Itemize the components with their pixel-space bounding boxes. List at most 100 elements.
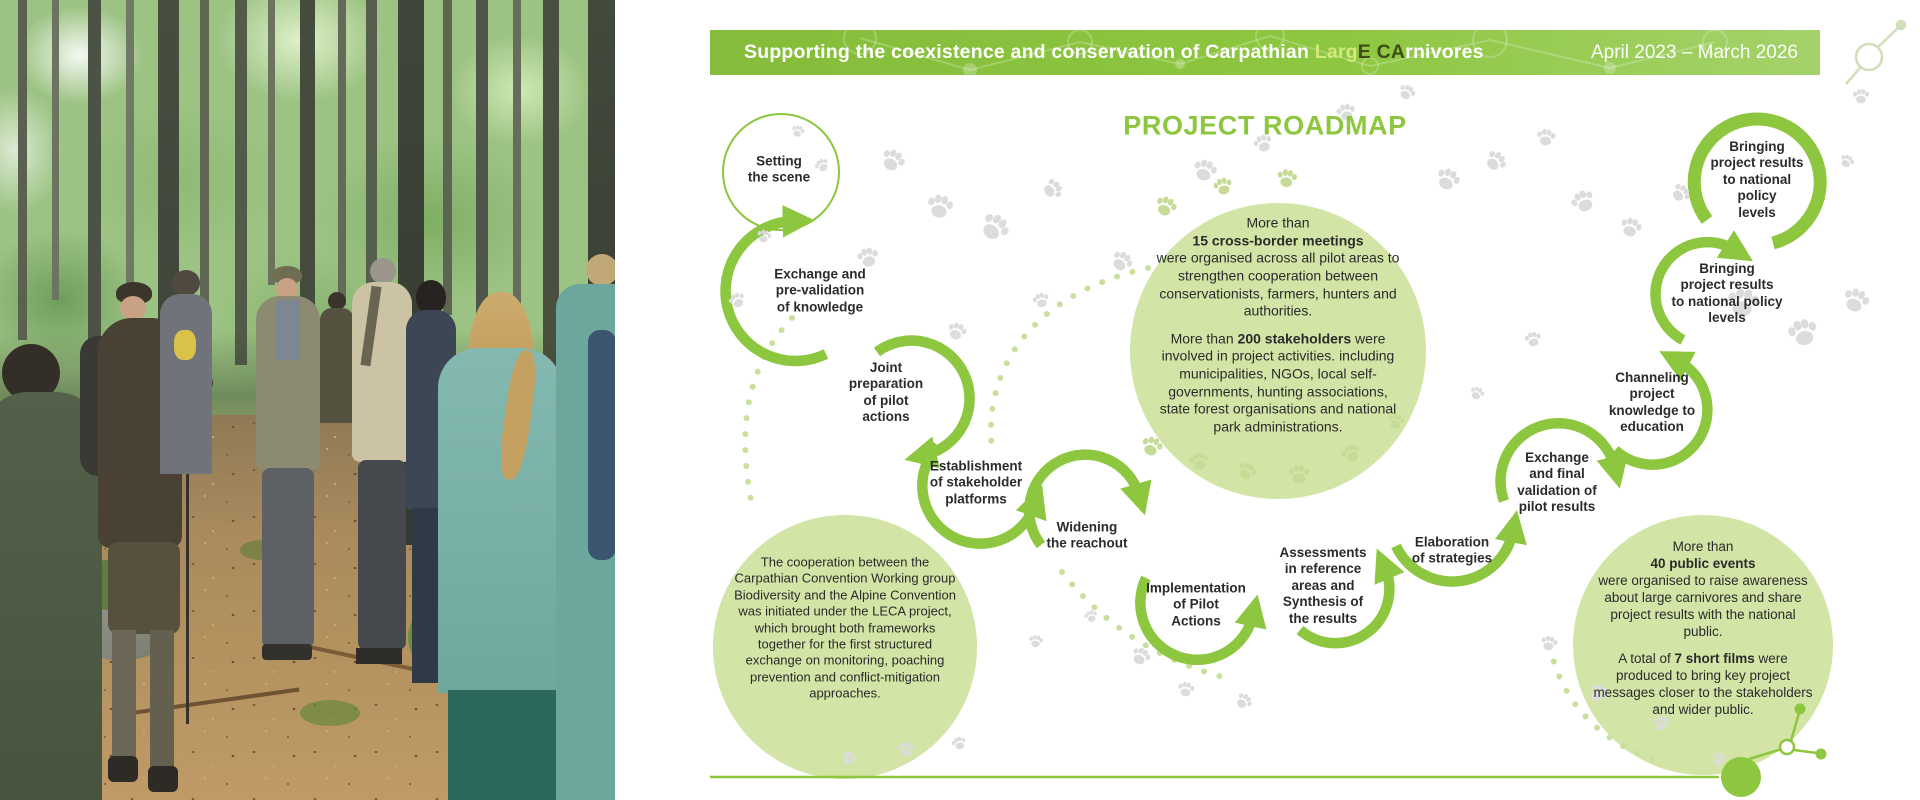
step-exchange-final: Exchange and final validation of pilot r… — [1517, 450, 1597, 515]
person-figure — [438, 348, 562, 693]
person-figure — [586, 254, 615, 286]
person-figure — [448, 690, 556, 800]
tree-trunk — [366, 0, 377, 355]
person-figure — [276, 278, 298, 300]
tree-trunk — [338, 0, 346, 305]
step-elaboration: Elaboration of strategies — [1411, 534, 1493, 566]
paw-icon — [1837, 152, 1856, 170]
step-exchange-prevalidation: Exchange and pre-validation of knowledge — [774, 266, 866, 315]
tree-trunk — [443, 0, 452, 315]
paw-icon — [1668, 180, 1693, 206]
person-figure — [120, 296, 146, 320]
paw-icon — [1233, 690, 1255, 712]
paw-icon — [1128, 644, 1153, 668]
person-figure — [108, 756, 138, 782]
page-title: Supporting the coexistence and conservat… — [744, 41, 1484, 63]
tree-trunk — [513, 0, 521, 305]
paw-icon — [1468, 384, 1486, 402]
paw-icon — [1618, 215, 1644, 240]
step-bringing-top: Bringing project results to national pol… — [1710, 138, 1804, 220]
paw-icon — [950, 735, 968, 752]
person-figure — [262, 644, 312, 660]
paw-icon — [1212, 176, 1234, 197]
paw-icon — [1853, 89, 1869, 104]
step-setting-the-scene: Setting the scene — [747, 153, 811, 185]
paw-icon — [1396, 82, 1418, 103]
person-figure — [174, 330, 196, 360]
person-figure — [328, 292, 346, 310]
person-figure — [108, 542, 180, 634]
events-paragraph-2: A total of 7 short films were produced t… — [1593, 651, 1813, 717]
person-figure — [172, 270, 200, 296]
tree-trunk — [476, 0, 488, 385]
paw-icon — [1840, 285, 1872, 316]
tree-trunk — [126, 0, 134, 295]
paw-icon — [976, 209, 1014, 246]
paw-icon — [925, 192, 955, 221]
paw-icon — [726, 290, 748, 311]
step-channeling: Channeling project knowledge to educatio… — [1608, 370, 1696, 435]
paw-icon — [945, 320, 969, 343]
network-pattern-icon — [843, 30, 1728, 75]
header-band: Supporting the coexistence and conservat… — [710, 30, 1820, 75]
person-figure — [150, 630, 174, 770]
person-figure — [356, 648, 402, 664]
paw-icon — [1275, 168, 1299, 189]
paw-icon — [1786, 316, 1821, 349]
cooperation-callout: The cooperation between the Carpathian C… — [731, 554, 959, 711]
paw-icon — [856, 246, 881, 269]
cooperation-paragraph: The cooperation between the Carpathian C… — [734, 554, 956, 701]
tree-trunk — [543, 0, 559, 440]
tree-trunk — [235, 0, 247, 365]
moss-patch — [300, 700, 360, 726]
step-bringing-mid: Bringing project results to national pol… — [1671, 261, 1783, 326]
person-figure — [320, 308, 354, 423]
forest-photo — [0, 0, 615, 800]
paw-icon — [1190, 157, 1219, 184]
person-figure — [588, 330, 615, 560]
person-figure — [370, 258, 396, 284]
meetings-stat-circle — [1130, 203, 1426, 499]
project-date-range: April 2023 – March 2026 — [1590, 41, 1798, 63]
roadmap-title: PROJECT ROADMAP — [1123, 110, 1407, 141]
person-figure — [262, 468, 314, 648]
person-figure — [148, 766, 178, 792]
step-joint-preparation: Joint preparation of pilot actions — [848, 360, 924, 425]
paw-icon — [1083, 609, 1099, 624]
cooperation-stat-circle — [713, 515, 977, 779]
tree-trunk — [268, 0, 275, 285]
tree-trunk — [88, 0, 101, 385]
step-implementation: Implementation of Pilot Actions — [1146, 580, 1246, 629]
dotted-curve — [988, 265, 1151, 453]
paw-icon — [1040, 176, 1065, 202]
dotted-curve — [742, 315, 795, 508]
step-widening: Widening the reachout — [1046, 519, 1128, 551]
paw-icon — [1176, 680, 1196, 698]
tree-trunk — [52, 0, 59, 300]
paw-icon — [1523, 330, 1543, 348]
tree-trunk — [200, 0, 209, 330]
person-figure — [352, 282, 412, 462]
paw-icon — [877, 145, 908, 175]
paw-icon — [755, 228, 773, 244]
person-figure — [416, 280, 446, 314]
paw-icon — [1031, 291, 1051, 310]
paw-icon — [1539, 634, 1559, 653]
step-assessments: Assessments in reference areas and Synth… — [1279, 544, 1367, 626]
person-figure — [276, 300, 300, 360]
person-figure — [358, 460, 406, 650]
person-figure — [160, 294, 212, 474]
paw-icon — [1568, 186, 1599, 216]
step-establishment: Establishment of stakeholder platforms — [929, 458, 1023, 507]
person-figure — [112, 630, 136, 760]
paw-icon — [1535, 127, 1557, 147]
paw-icon — [1028, 633, 1044, 649]
meetings-paragraph-2: More than 200 stakeholders were involved… — [1159, 330, 1397, 435]
hiking-pole — [186, 424, 189, 724]
title-highlight-light: Larg — [1314, 41, 1358, 63]
tree-trunk — [18, 0, 27, 340]
